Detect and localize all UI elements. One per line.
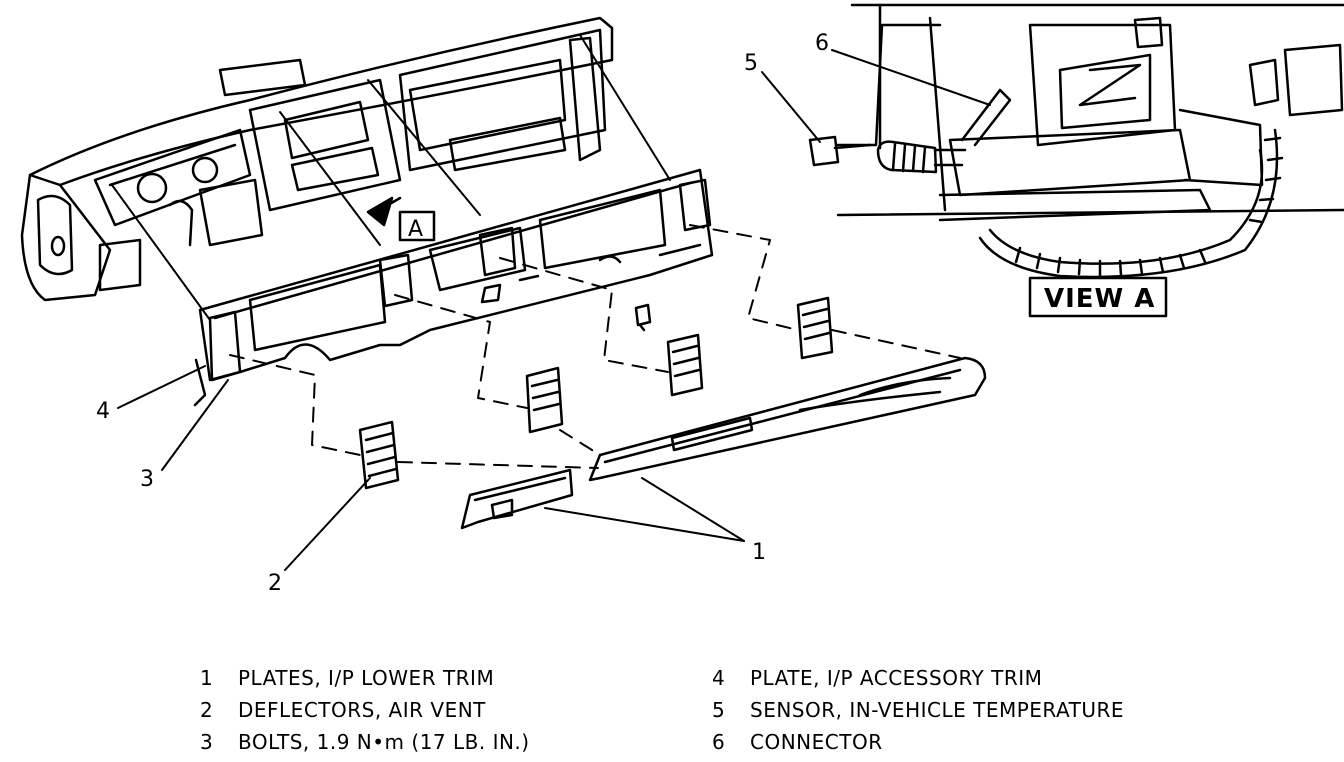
legend-number: 6 — [712, 730, 726, 754]
callout-6: 6 — [815, 31, 829, 56]
callout-1: 1 — [752, 540, 766, 565]
view-a-arrow — [366, 196, 436, 242]
legend-item: 4 PLATE, I/P ACCESSORY TRIM — [712, 666, 1042, 690]
legend-number: 3 — [200, 730, 214, 754]
legend-text: PLATES, I/P LOWER TRIM — [238, 666, 495, 690]
legend-item: 2 DEFLECTORS, AIR VENT — [200, 698, 486, 722]
air-vent-deflectors — [358, 296, 834, 490]
legend-number: 2 — [200, 698, 214, 722]
legend-text: CONNECTOR — [750, 730, 883, 754]
instrument-panel — [20, 16, 614, 302]
view-a-label: VIEW A — [1044, 284, 1155, 314]
legend-text: DEFLECTORS, AIR VENT — [238, 698, 486, 722]
lower-trim-plate-left — [460, 468, 574, 530]
legend-text: SENSOR, IN-VEHICLE TEMPERATURE — [750, 698, 1125, 722]
legend-text: PLATE, I/P ACCESSORY TRIM — [750, 666, 1043, 690]
bolt — [634, 303, 652, 332]
legend-number: 5 — [712, 698, 726, 722]
legend-text: BOLTS, 1.9 N•m (17 LB. IN.) — [238, 730, 530, 754]
legend-item: 3 BOLTS, 1.9 N•m (17 LB. IN.) — [200, 730, 530, 754]
lower-trim-plate-right — [588, 356, 987, 482]
legend-item: 1 PLATES, I/P LOWER TRIM — [200, 666, 494, 690]
callout-3: 3 — [140, 467, 154, 492]
legend-number: 1 — [200, 666, 214, 690]
view-a-marker: A — [408, 217, 423, 242]
callout-2: 2 — [268, 571, 282, 596]
legend-number: 4 — [712, 666, 726, 690]
callout-5: 5 — [744, 51, 758, 76]
legend-item: 5 SENSOR, IN-VEHICLE TEMPERATURE — [712, 698, 1124, 722]
accessory-trim-plate — [193, 168, 714, 407]
view-a-inset — [808, 3, 1344, 318]
legend-item: 6 CONNECTOR — [712, 730, 883, 754]
callout-4: 4 — [96, 399, 110, 424]
